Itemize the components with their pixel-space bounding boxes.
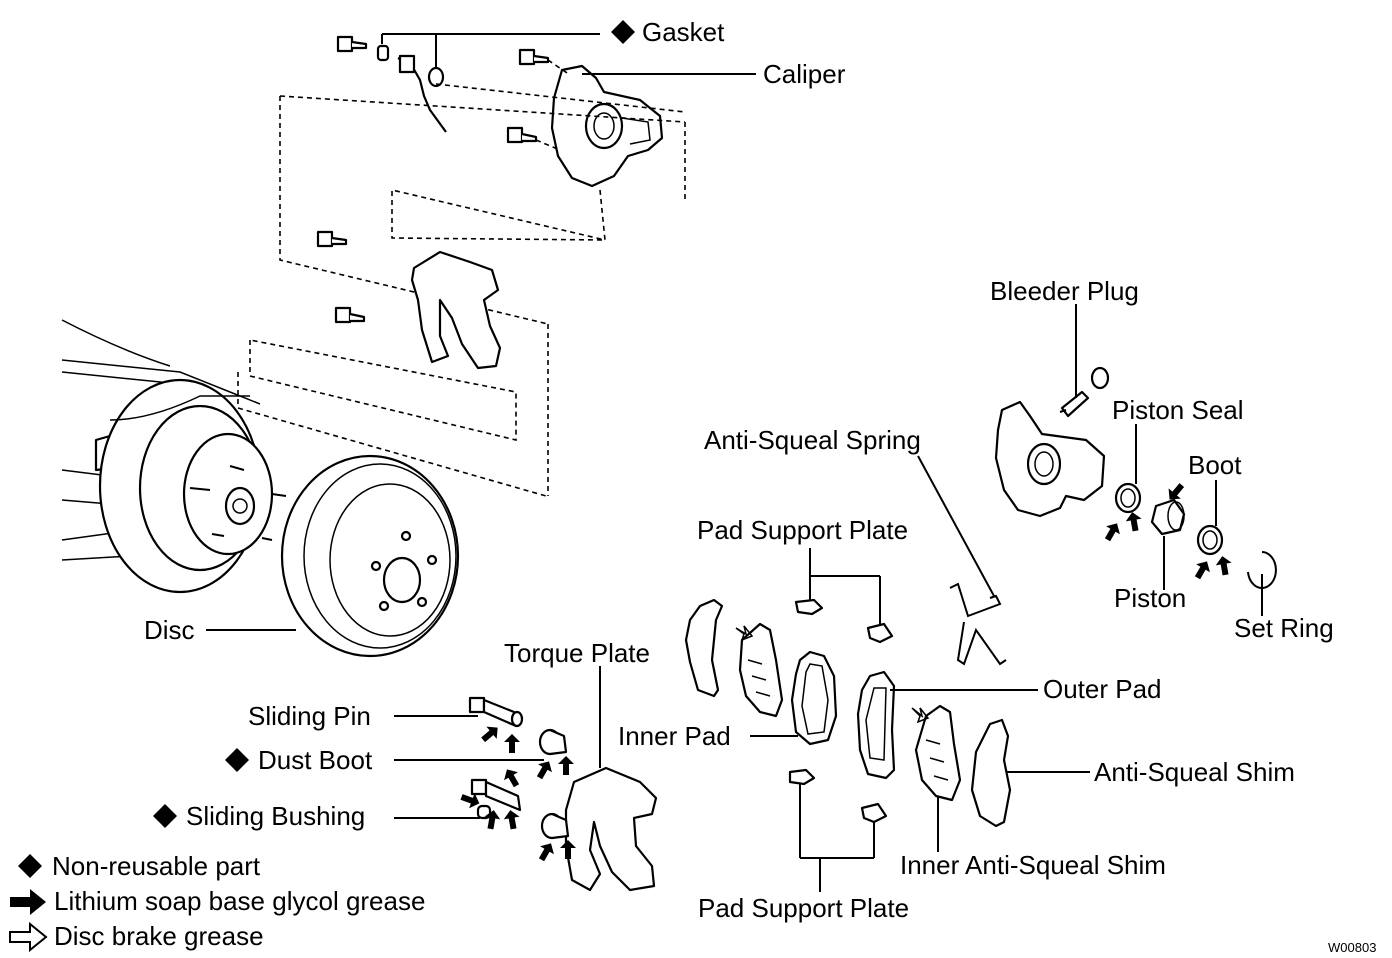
label-set-ring: Set Ring — [1234, 613, 1334, 643]
label-torque-plate: Torque Plate — [504, 638, 650, 668]
pad-support-clip-3 — [788, 768, 816, 786]
arrow-filled-icon — [10, 889, 46, 915]
bolt-top-left — [336, 35, 368, 53]
legend-item-lithium-grease: Lithium soap base glycol grease — [54, 886, 425, 916]
inner-pad — [790, 650, 838, 746]
label-pad-support-plate-bottom: Pad Support Plate — [698, 893, 909, 923]
dust-boot-upper — [538, 728, 568, 756]
pad-support-clip-2 — [866, 622, 894, 644]
legend-item-non-reusable: Non-reusable part — [52, 851, 261, 881]
outer-pad — [856, 670, 896, 780]
bleeder-plug-part — [1059, 390, 1090, 418]
label-dust-boot: Dust Boot — [258, 745, 373, 775]
bleeder-cap — [1090, 366, 1110, 390]
brake-hose — [397, 54, 447, 133]
caliper-body-right — [994, 400, 1106, 518]
label-outer-pad: Outer Pad — [1043, 674, 1162, 704]
sliding-pin-lower — [470, 778, 522, 812]
anti-squeal-shim-right — [970, 718, 1012, 828]
axle-hub-assembly — [61, 319, 287, 594]
diamond-filled-icon — [153, 804, 177, 828]
label-gasket: Gasket — [642, 17, 725, 47]
leader-lines — [206, 33, 1263, 892]
label-pad-support-plate-top: Pad Support Plate — [697, 515, 908, 545]
label-caliper: Caliper — [763, 59, 846, 89]
label-inner-anti-squeal-shim: Inner Anti-Squeal Shim — [900, 850, 1166, 880]
torque-plate-lower-bolt — [334, 306, 366, 324]
diamond-filled-icon — [225, 748, 249, 772]
piston-part — [1150, 498, 1186, 536]
label-disc: Disc — [144, 615, 195, 645]
upper-torque-plate — [410, 250, 502, 370]
caliper-bolt-2 — [506, 126, 538, 144]
sliding-pin-upper — [468, 696, 524, 728]
set-ring-part — [1247, 551, 1277, 589]
label-boot: Boot — [1188, 450, 1242, 480]
inner-anti-squeal-shim-right — [914, 704, 962, 802]
diamond-filled-icon — [611, 20, 635, 44]
label-anti-squeal-spring: Anti-Squeal Spring — [704, 425, 921, 455]
figure-code: W00803 — [1328, 940, 1376, 955]
pad-support-clip-4 — [860, 802, 888, 824]
pad-support-clip-1 — [794, 598, 824, 616]
label-piston: Piston — [1114, 583, 1186, 613]
diamond-filled-icon — [18, 854, 42, 878]
anti-squeal-spring-part — [949, 582, 1007, 666]
torque-plate-upper-bolt — [316, 230, 348, 248]
caliper-body — [550, 64, 664, 188]
label-anti-squeal-shim: Anti-Squeal Shim — [1094, 757, 1295, 787]
legend-item-disc-brake-grease: Disc brake grease — [54, 921, 264, 951]
boot-part — [1196, 524, 1224, 556]
label-sliding-pin: Sliding Pin — [248, 701, 371, 731]
piston-seal-part — [1114, 482, 1142, 514]
legend: Non-reusable part Lithium soap base glyc… — [9, 851, 425, 953]
label-bleeder-plug: Bleeder Plug — [990, 276, 1139, 306]
label-piston-seal: Piston Seal — [1112, 395, 1244, 425]
arrow-outline-icon — [9, 921, 48, 953]
gasket-ring-2 — [427, 66, 445, 88]
label-sliding-bushing: Sliding Bushing — [186, 801, 365, 831]
dust-boot-lower — [540, 812, 570, 840]
outer-anti-squeal-shim-left — [684, 598, 724, 698]
inner-anti-squeal-shim-left — [738, 622, 784, 718]
label-inner-pad: Inner Pad — [618, 721, 731, 751]
brake-disc — [280, 454, 460, 658]
gasket-ring-1 — [376, 44, 390, 62]
caliper-bolt-1 — [518, 48, 550, 66]
lower-torque-plate — [564, 766, 658, 892]
